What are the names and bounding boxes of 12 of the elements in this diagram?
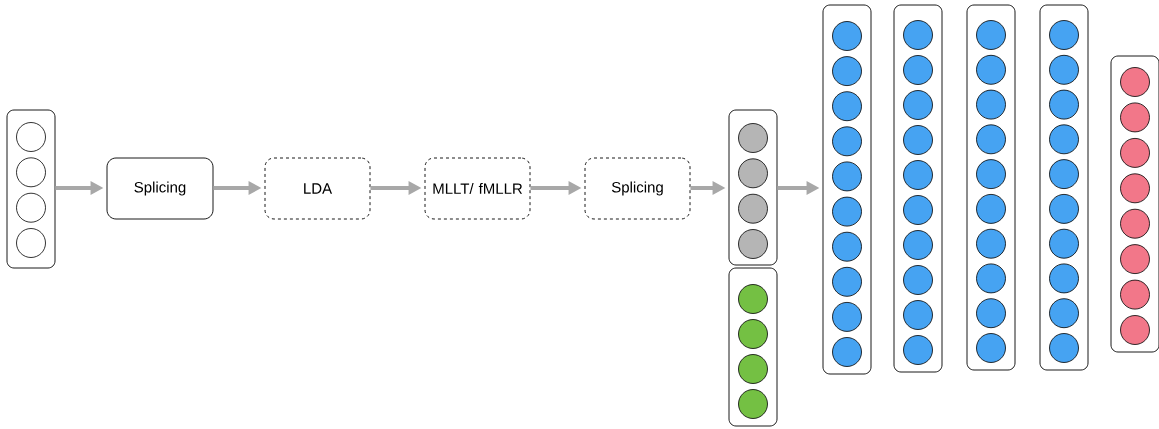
neuron-column (822, 4, 872, 375)
neuron-column (966, 4, 1016, 371)
optional-process-box: Splicing (584, 157, 691, 220)
neuron-column (728, 109, 778, 266)
neuron-column (1110, 55, 1159, 353)
optional-process-box: MLLT/ fMLLR (424, 157, 531, 220)
neuron-column (6, 109, 56, 269)
neuron-column (893, 4, 943, 373)
process-box: Splicing (106, 157, 214, 220)
neuron-column (1039, 4, 1089, 371)
neuron-column (728, 267, 778, 427)
optional-process-box: LDA (264, 157, 371, 220)
